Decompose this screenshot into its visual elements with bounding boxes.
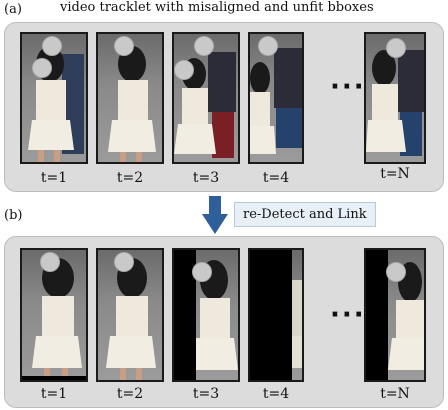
- re-detect-link-callout: re-Detect and Link: [234, 202, 376, 227]
- time-label: t=4: [262, 386, 290, 402]
- down-arrow-icon: [202, 196, 228, 234]
- panel-b-label: (b): [4, 208, 23, 223]
- head-marker-dot: [32, 58, 52, 78]
- frame-b-4: [248, 248, 304, 382]
- frame-a-2: [96, 32, 164, 164]
- person-figure: [366, 50, 424, 156]
- head-marker-dot: [174, 60, 194, 80]
- head-marker-dot: [386, 262, 406, 282]
- panel-a-label: (a): [4, 2, 22, 17]
- padding-blackout: [174, 250, 196, 380]
- time-label: t=3: [192, 386, 220, 402]
- head-marker-dot: [42, 36, 62, 56]
- time-label: t=2: [116, 170, 144, 186]
- person-figure: [106, 258, 156, 380]
- frame-a-n: [364, 32, 426, 164]
- person-figure: [108, 46, 156, 162]
- person-figure: [174, 52, 236, 158]
- head-marker-dot: [192, 262, 212, 282]
- frame-b-3: [172, 248, 240, 382]
- time-label: t=N: [380, 386, 410, 402]
- head-marker-dot: [194, 36, 214, 56]
- head-marker-dot: [386, 38, 406, 58]
- frame-b-1: [20, 248, 88, 382]
- time-label: t=4: [262, 170, 290, 186]
- frame-a-1: [20, 32, 88, 164]
- padding-blackout: [366, 250, 388, 380]
- head-marker-dot: [40, 252, 60, 272]
- padding-blackout: [250, 250, 292, 380]
- time-label: t=N: [380, 166, 410, 182]
- frame-b-2: [96, 248, 164, 382]
- frame-b-n: [364, 248, 426, 382]
- frame-a-4: [248, 32, 304, 164]
- person-figure: [250, 48, 302, 154]
- person-figure: [22, 258, 86, 380]
- diagram-header: video tracklet with misaligned and unfit…: [60, 0, 374, 15]
- frame-a-3: [172, 32, 240, 164]
- ellipsis-b: ···: [330, 300, 366, 330]
- time-label: t=2: [116, 386, 144, 402]
- head-marker-dot: [114, 252, 134, 272]
- time-label: t=3: [192, 170, 220, 186]
- ellipsis-a: ···: [330, 72, 366, 102]
- head-marker-dot: [258, 36, 278, 56]
- time-label: t=1: [40, 170, 68, 186]
- head-marker-dot: [114, 36, 134, 56]
- time-label: t=1: [40, 386, 68, 402]
